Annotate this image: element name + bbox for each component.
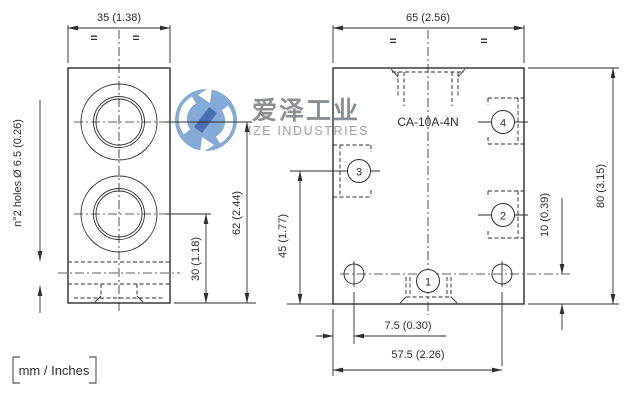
- port-balloon-3: [347, 159, 371, 183]
- part-label: CA-10A-4N: [397, 115, 458, 129]
- port-balloon-4: [491, 110, 515, 134]
- top-view: 1 2 3 4 CA-10A-4N: [290, 30, 570, 315]
- equal-spacing-mark: =: [480, 34, 487, 48]
- ize-logo-accent-icon: [194, 107, 217, 133]
- port-number-3: 3: [356, 167, 362, 179]
- watermark-cn-text: 爱泽工业: [252, 96, 360, 125]
- units-note: mm / Inches: [12, 356, 97, 384]
- ize-logo-arrows-icon: [178, 86, 234, 154]
- dim-height-30: 30 (1.18): [190, 237, 202, 281]
- dim-height-45: 45 (1.77): [277, 214, 289, 258]
- equal-spacing-mark: =: [132, 31, 139, 45]
- watermark-en-text: IZE INDUSTRIES: [248, 124, 369, 138]
- note-holes: n°2 holes Ø 6.5 (0.26): [12, 119, 24, 227]
- equal-spacing-mark: =: [389, 34, 396, 48]
- dim-height-80: 80 (3.15): [595, 164, 607, 208]
- right-bracket: [89, 356, 97, 384]
- port-number-4: 4: [500, 118, 506, 130]
- front-view: [58, 30, 180, 314]
- top-view-body: [332, 67, 525, 305]
- dim-height-10: 10 (0.39): [539, 193, 551, 237]
- dim-width-top: 65 (2.56): [406, 12, 450, 24]
- units-label: mm / Inches: [19, 363, 90, 378]
- dim-offset-7-5: 7.5 (0.30): [384, 320, 431, 332]
- port-balloon-1: [416, 269, 440, 293]
- top-view-dimensions: 65 (2.56) = = 80 (3.15) 10 (0.39) 45 (1.…: [277, 12, 619, 376]
- left-bracket: [12, 356, 20, 384]
- dim-width-front: 35 (1.38): [97, 12, 141, 24]
- front-view-dimensions: 35 (1.38) = = 62 (2.44) 30 (1.18) n°2 ho…: [12, 12, 256, 313]
- port-number-1: 1: [425, 277, 431, 289]
- equal-spacing-mark: =: [90, 31, 97, 45]
- dim-height-62: 62 (2.44): [231, 191, 243, 235]
- port-balloon-2: [491, 203, 515, 227]
- dim-span-57-5: 57.5 (2.26): [391, 349, 444, 361]
- port-number-2: 2: [500, 211, 506, 223]
- watermark: 爱泽工业 IZE INDUSTRIES: [175, 86, 369, 154]
